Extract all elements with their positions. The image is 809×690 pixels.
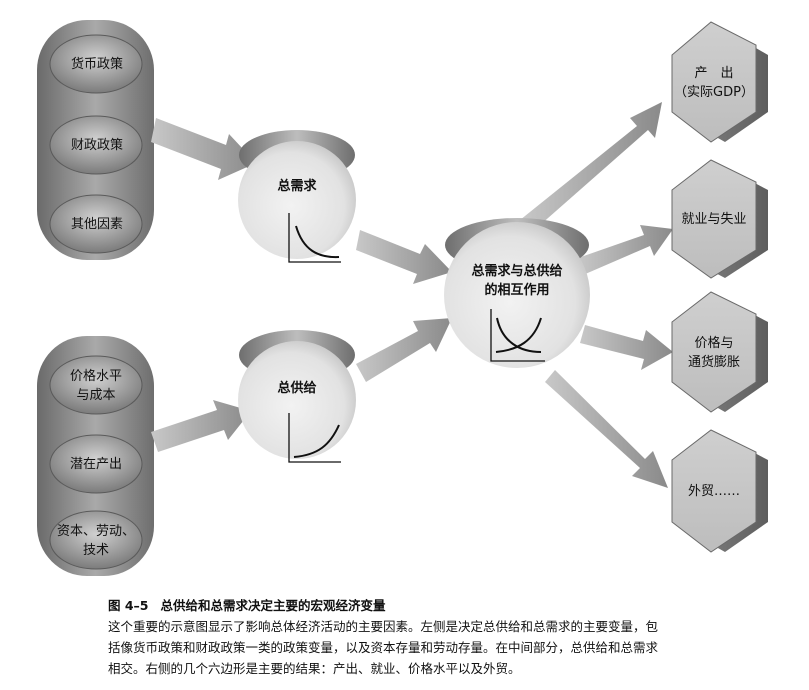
label-other-factors: 其他因素	[70, 217, 123, 232]
supply-curve-icon	[288, 413, 341, 463]
label-prices-inflation: 价格与 通货膨胀	[687, 336, 740, 370]
label-aggregate-demand: 总需求	[277, 179, 317, 194]
figure-caption: 图 4–5 总供给和总需求决定主要的宏观经济变量 这个重要的示意图显示了影响总体经…	[108, 595, 798, 679]
arrow-to-output	[520, 102, 662, 233]
supply-cylinder	[238, 330, 356, 459]
arrow-to-employment	[578, 225, 673, 275]
left-bottom-ovals	[49, 355, 143, 570]
demand-curve-icon	[288, 213, 341, 263]
hex-employment	[671, 159, 768, 279]
caption-heading: 图 4–5 总供给和总需求决定主要的宏观经济变量	[108, 595, 798, 616]
left-top-ovals	[49, 34, 143, 254]
arrow-to-prices	[580, 325, 673, 370]
label-fiscal-policy: 财政政策	[70, 138, 123, 153]
figure-number: 图 4–5	[108, 598, 149, 613]
arrow-supply-to-interaction	[356, 318, 452, 382]
arrow-supply-factors-to-supply	[151, 400, 251, 452]
flow-diagram	[37, 20, 768, 576]
label-output-gdp: 产 出 （实际GDP）	[674, 66, 754, 100]
label-employment: 就业与失业	[681, 212, 747, 227]
figure-title: 总供给和总需求决定主要的宏观经济变量	[160, 598, 386, 613]
label-price-and-cost: 价格水平 与成本	[69, 369, 122, 403]
cross-curve-icon	[490, 309, 545, 362]
demand-cylinder	[238, 130, 356, 259]
arrow-policy-to-demand	[151, 118, 256, 180]
caption-line-1: 这个重要的示意图显示了影响总体经济活动的主要因素。左侧是决定总供给和总需求的主要…	[108, 619, 659, 634]
interaction-cylinder	[444, 218, 590, 368]
arrow-demand-to-interaction	[356, 230, 452, 284]
label-interaction: 总需求与总供给 的相互作用	[471, 264, 563, 298]
caption-line-2: 括像货币政策和财政政策一类的政策变量，以及资本存量和劳动存量。在中间部分，总供给…	[108, 640, 659, 655]
label-potential-output: 潜在产出	[69, 457, 122, 472]
hex-trade	[671, 429, 768, 553]
label-aggregate-supply: 总供给	[277, 381, 317, 396]
label-capital-labor-technology: 资本、劳动、 技术	[56, 524, 135, 558]
hex-output	[671, 21, 768, 143]
hex-prices	[671, 291, 768, 413]
caption-line-3: 相交。右侧的几个六边形是主要的结果：产出、就业、价格水平以及外贸。	[108, 661, 521, 676]
label-foreign-trade: 外贸……	[687, 484, 740, 499]
arrow-to-trade	[545, 370, 668, 488]
label-monetary-policy: 货币政策	[70, 57, 123, 72]
